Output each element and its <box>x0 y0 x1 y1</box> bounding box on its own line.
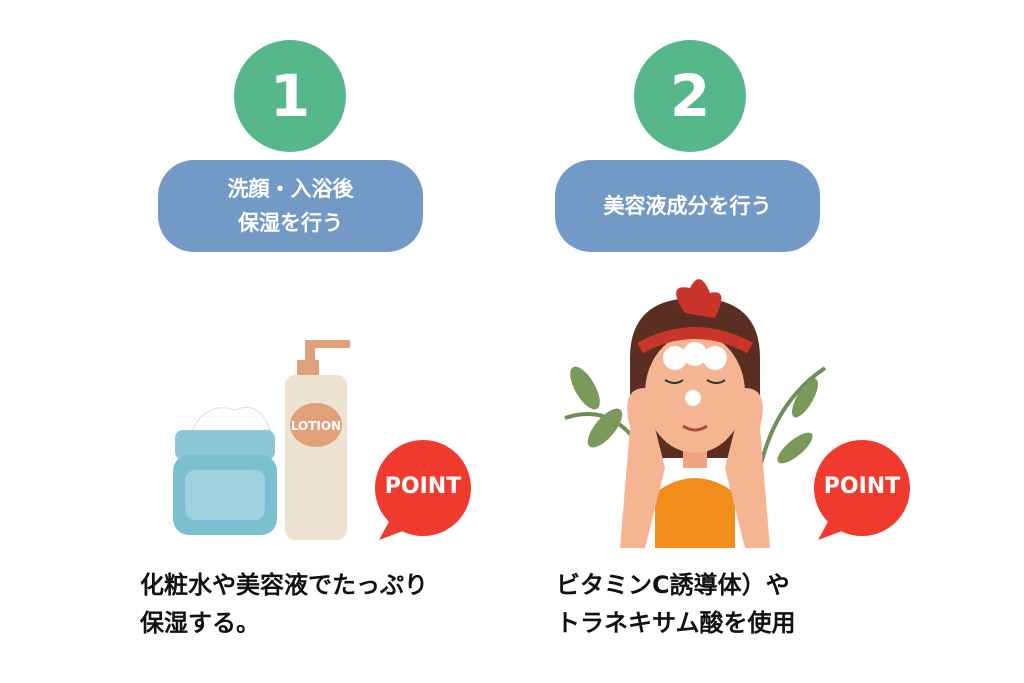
point-label: POINT <box>823 474 901 499</box>
skincare-products-illustration: LOTION <box>173 340 350 540</box>
step-2-title: 美容液成分を行う <box>555 160 820 252</box>
step-2-point-badge: POINT <box>810 438 914 542</box>
step-1-number: 1 <box>234 40 346 152</box>
speech-bubble-icon <box>814 440 910 540</box>
step-1-description: 化粧水や美容液でたっぷり 保湿する。 <box>140 571 428 637</box>
lotion-label: LOTION <box>291 419 341 433</box>
point-label: POINT <box>384 474 462 499</box>
face-washing-illustration <box>564 279 827 548</box>
step-2-number: 2 <box>634 40 746 152</box>
step-1-point-badge: POINT <box>371 438 475 542</box>
speech-bubble-icon <box>375 440 471 540</box>
step-1-title: 洗顔・入浴後 保湿を行う <box>158 160 423 252</box>
step-2-description: ビタミンC誘導体）や トラネキサム酸を使用 <box>556 571 796 637</box>
